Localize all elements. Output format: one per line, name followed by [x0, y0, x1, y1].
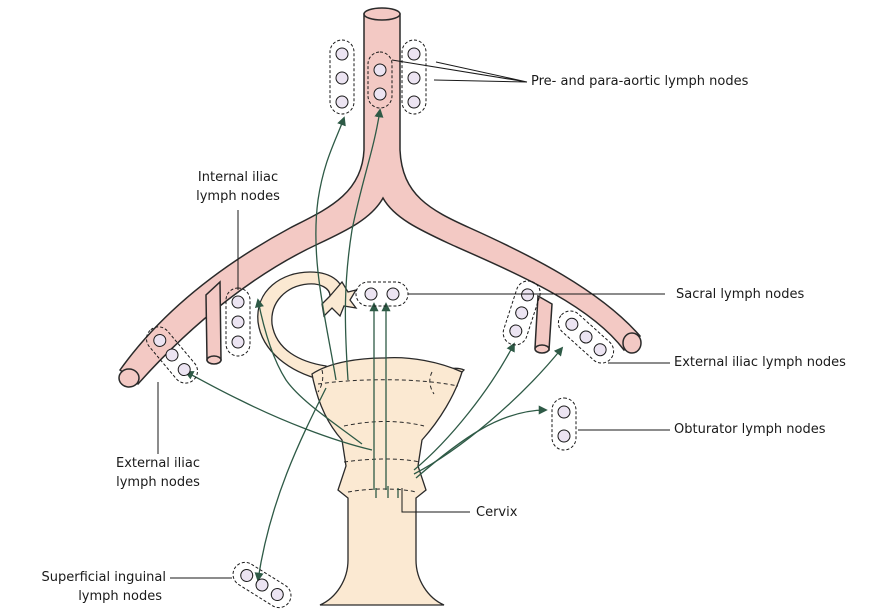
right-internal-iliac-end	[207, 356, 221, 364]
uterus-group	[258, 272, 464, 605]
node	[254, 577, 271, 594]
node	[558, 406, 570, 418]
label-superficial-inguinal-line1: Superficial inguinal	[10, 570, 166, 586]
node	[558, 430, 570, 442]
sacral-nodes	[356, 282, 408, 306]
label-external-iliac-right: External iliac lymph nodes	[674, 355, 846, 371]
node	[176, 361, 193, 378]
node	[232, 336, 244, 348]
node	[578, 329, 595, 346]
label-para-aortic-nodes: Pre- and para-aortic lymph nodes	[531, 74, 748, 90]
node-group-outline	[356, 282, 408, 306]
node	[269, 586, 286, 603]
superficial-inguinal-nodes	[229, 558, 296, 611]
node	[232, 296, 244, 308]
node	[408, 48, 420, 60]
label-sacral-nodes: Sacral lymph nodes	[676, 287, 804, 303]
node	[408, 96, 420, 108]
left-iliac-end	[623, 333, 641, 353]
node	[374, 64, 386, 76]
fallopian-tube	[258, 272, 343, 380]
node	[232, 316, 244, 328]
label-internal-iliac-line2: lymph nodes	[180, 189, 296, 205]
node	[508, 323, 523, 338]
node	[563, 316, 580, 333]
node	[336, 96, 348, 108]
node	[514, 305, 529, 320]
right-iliac-end	[119, 369, 139, 387]
label-internal-iliac-line1: Internal iliac	[180, 170, 296, 186]
arrow-to-para-aortic-right	[316, 118, 344, 380]
uterus-body	[312, 358, 462, 605]
para-aortic-nodes-left	[330, 40, 354, 114]
node	[238, 567, 255, 584]
arrow-to-inguinal	[258, 388, 326, 580]
label-superficial-inguinal-line2: lymph nodes	[10, 589, 162, 605]
right-internal-iliac-artery	[206, 282, 221, 360]
node	[592, 341, 609, 358]
label-external-iliac-left-line2: lymph nodes	[96, 475, 220, 491]
node	[520, 287, 535, 302]
node	[374, 88, 386, 100]
node	[365, 288, 377, 300]
node	[336, 72, 348, 84]
obturator-nodes	[552, 398, 576, 450]
node	[336, 48, 348, 60]
label-cervix: Cervix	[476, 505, 517, 521]
node	[387, 288, 399, 300]
node	[408, 72, 420, 84]
label-obturator-nodes: Obturator lymph nodes	[674, 422, 825, 438]
para-aortic-nodes-right	[402, 40, 426, 114]
aorta-top-opening	[364, 8, 400, 20]
left-internal-iliac-end	[535, 345, 549, 353]
label-external-iliac-left-line1: External iliac	[96, 456, 220, 472]
